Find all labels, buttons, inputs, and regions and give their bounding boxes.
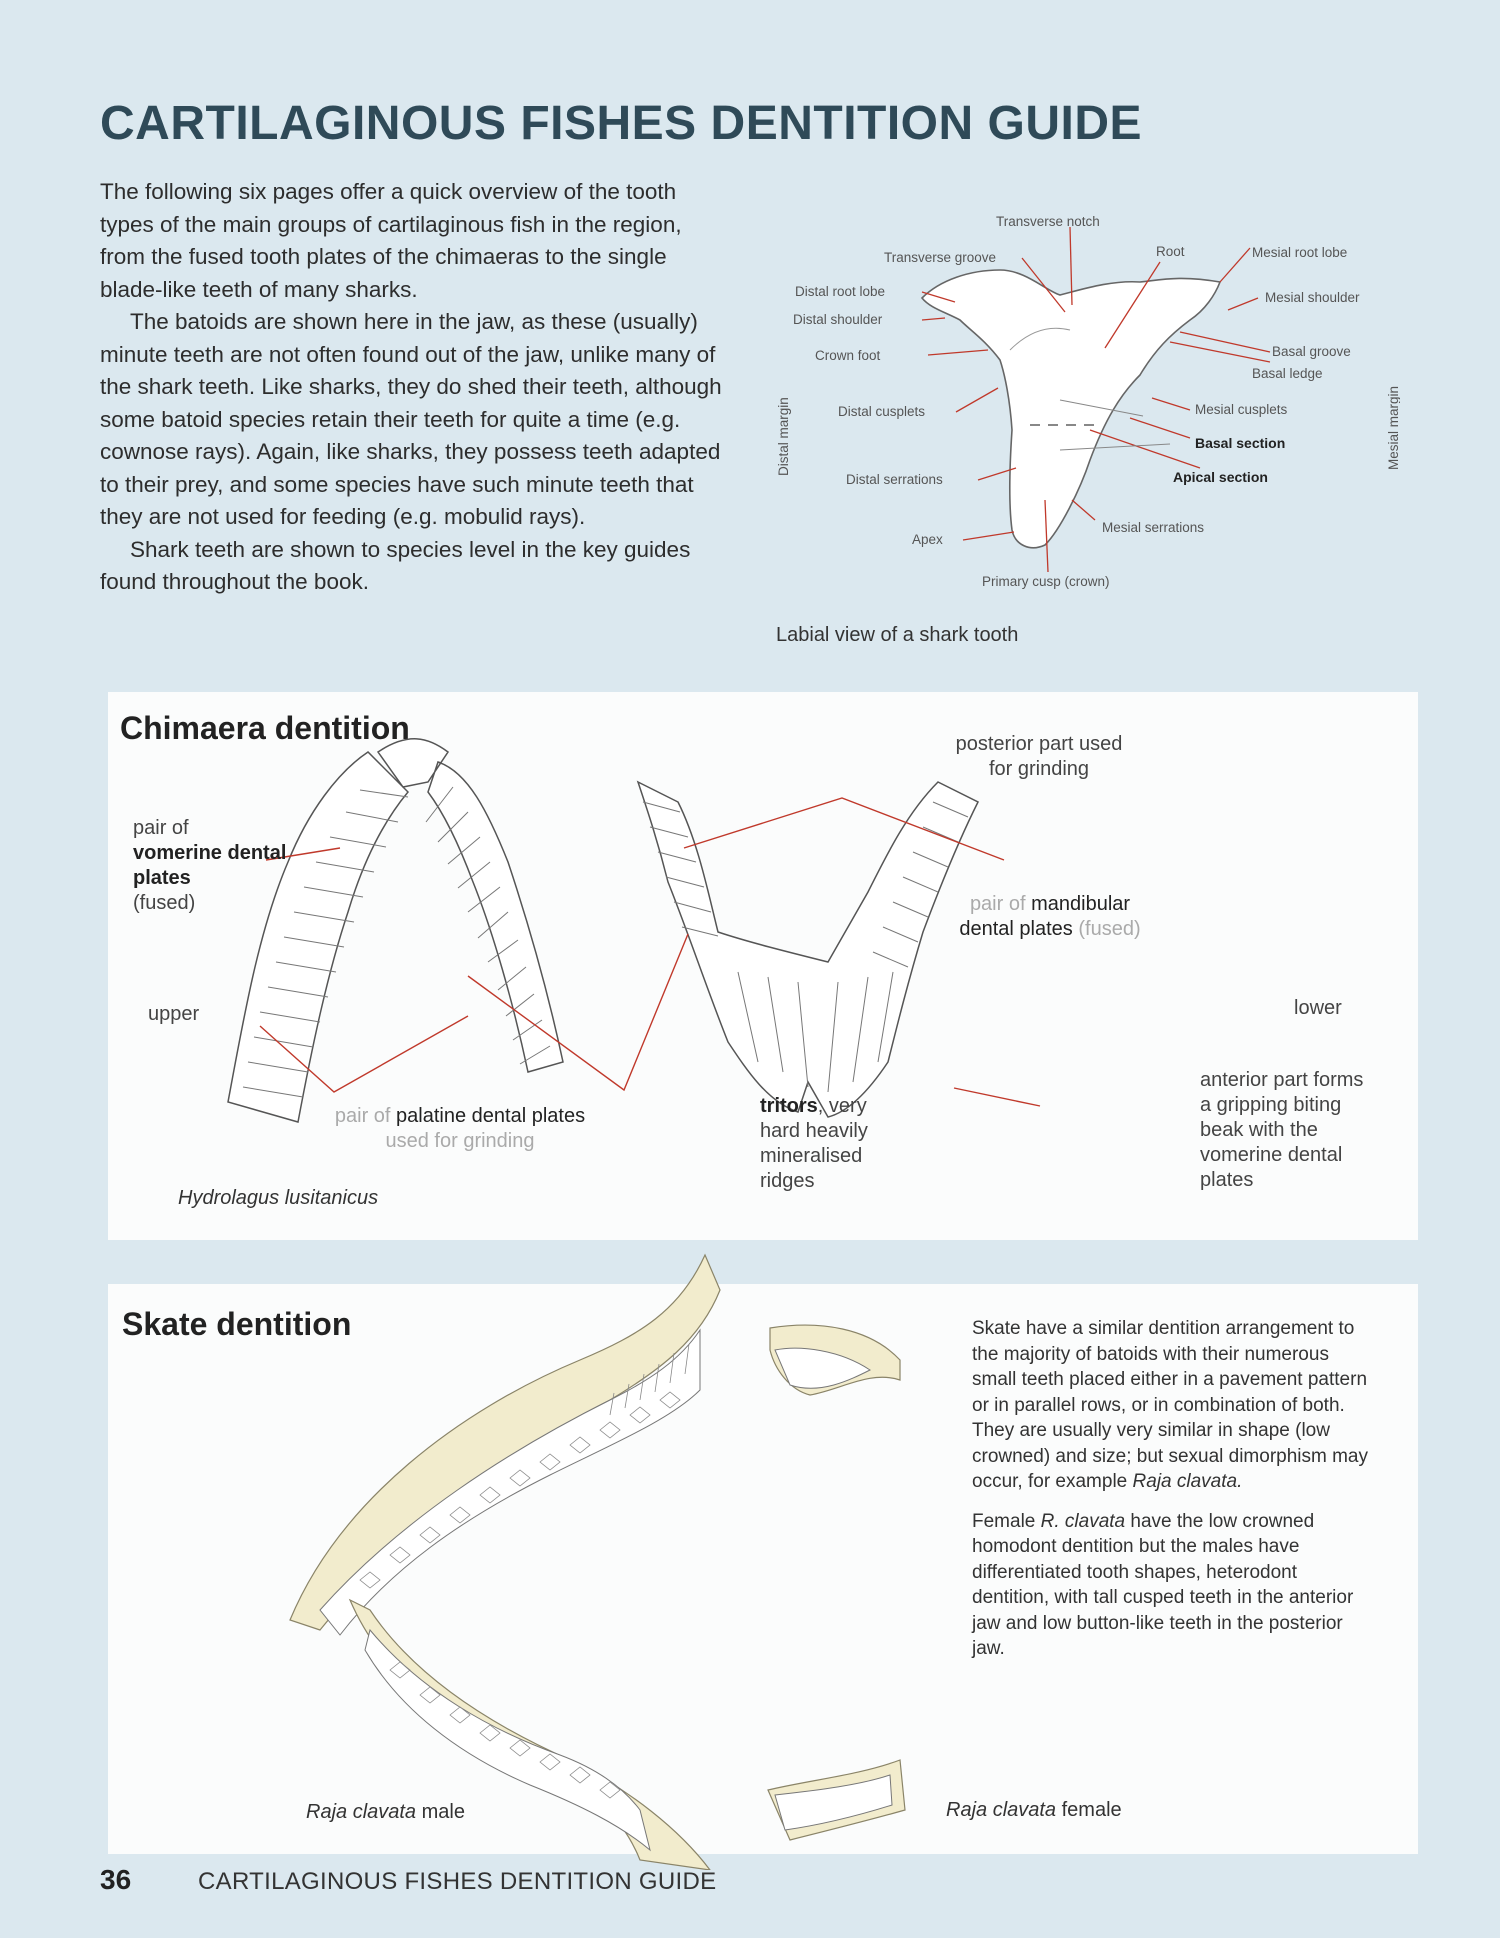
posterior-label: posterior part used for grinding: [944, 732, 1134, 782]
vomerine-label: pair of vomerine dental plates (fused): [133, 816, 313, 916]
intro-text: The following six pages offer a quick ov…: [100, 176, 730, 599]
tooth-outline: [922, 270, 1220, 548]
skate-para1-species: Raja clavata.: [1133, 1471, 1243, 1492]
mandibular-pre: pair of: [970, 893, 1026, 915]
skate-description: Skate have a similar dentition arrangeme…: [972, 1316, 1372, 1676]
label-mesial-shoulder: Mesial shoulder: [1265, 290, 1360, 305]
label-basal-groove: Basal groove: [1272, 344, 1351, 359]
male-species: Raja clavata: [306, 1801, 416, 1823]
anterior-label: anterior part forms a gripping biting be…: [1200, 1068, 1380, 1193]
tritors-label: tritors, very hard heavily mineralised r…: [760, 1094, 900, 1194]
label-primary-cusp: Primary cusp (crown): [982, 574, 1110, 589]
male-caption: Raja clavata male: [306, 1800, 465, 1825]
palatine-main: palatine dental plates: [396, 1105, 585, 1127]
vomerine-pre: pair of: [133, 817, 189, 839]
intro-paragraph: Shark teeth are shown to species level i…: [100, 534, 730, 599]
label-distal-shoulder: Distal shoulder: [793, 312, 883, 327]
label-root: Root: [1156, 244, 1185, 259]
vomerine-main: vomerine dental plates: [133, 842, 286, 889]
skate-para1-text: Skate have a similar dentition arrangeme…: [972, 1318, 1368, 1492]
label-distal-margin: Distal margin: [776, 397, 791, 476]
label-distal-root-lobe: Distal root lobe: [795, 284, 885, 299]
upper-label: upper: [148, 1002, 199, 1027]
male-suffix: male: [416, 1801, 465, 1823]
female-caption: Raja clavata female: [946, 1798, 1122, 1823]
label-apical-section: Apical section: [1173, 469, 1268, 485]
skate-paragraph-1: Skate have a similar dentition arrangeme…: [972, 1316, 1372, 1495]
mandibular-post: (fused): [1078, 918, 1140, 940]
page-number: 36: [100, 1864, 131, 1896]
label-mesial-cusplets: Mesial cusplets: [1195, 402, 1288, 417]
label-basal-section: Basal section: [1195, 435, 1285, 451]
label-distal-serrations: Distal serrations: [846, 472, 943, 487]
skate-para2-species: R. clavata: [1041, 1511, 1125, 1532]
footer-title: CARTILAGINOUS FISHES DENTITION GUIDE: [198, 1868, 716, 1896]
label-transverse-groove: Transverse groove: [884, 250, 996, 265]
chimaera-species: Hydrolagus lusitanicus: [178, 1186, 378, 1211]
skate-jaws-illustration: [280, 1250, 940, 1870]
label-distal-cusplets: Distal cusplets: [838, 404, 925, 419]
female-suffix: female: [1056, 1799, 1122, 1821]
tritors-bold: tritors: [760, 1095, 818, 1117]
label-crown-foot: Crown foot: [815, 348, 881, 363]
palatine-label: pair of palatine dental plates used for …: [330, 1104, 590, 1154]
label-mesial-serrations: Mesial serrations: [1102, 520, 1204, 535]
skate-paragraph-2: Female R. clavata have the low crowned h…: [972, 1509, 1372, 1662]
intro-paragraph: The batoids are shown here in the jaw, a…: [100, 306, 730, 534]
shark-tooth-diagram: Transverse notch Transverse groove Root …: [760, 200, 1400, 610]
palatine-post: used for grinding: [386, 1130, 535, 1152]
label-transverse-notch: Transverse notch: [996, 214, 1100, 229]
vomerine-post: (fused): [133, 892, 195, 914]
lower-label: lower: [1294, 996, 1342, 1021]
lower-jaw-illustration: [638, 782, 978, 1117]
mandibular-label: pair of mandibular dental plates (fused): [940, 892, 1160, 942]
upper-jaw-illustration: [228, 739, 563, 1122]
intro-paragraph: The following six pages offer a quick ov…: [100, 176, 730, 306]
page-title: CARTILAGINOUS FISHES DENTITION GUIDE: [100, 96, 1142, 151]
palatine-pre: pair of: [335, 1105, 391, 1127]
skate-para2-rest: have the low crowned homodont dentition …: [972, 1511, 1353, 1660]
label-basal-ledge: Basal ledge: [1252, 366, 1323, 381]
label-apex: Apex: [912, 532, 943, 547]
female-species: Raja clavata: [946, 1799, 1056, 1821]
skate-para2-pre: Female: [972, 1511, 1035, 1532]
label-mesial-margin: Mesial margin: [1386, 386, 1400, 470]
label-mesial-root-lobe: Mesial root lobe: [1252, 245, 1347, 260]
tooth-caption: Labial view of a shark tooth: [776, 624, 1018, 647]
